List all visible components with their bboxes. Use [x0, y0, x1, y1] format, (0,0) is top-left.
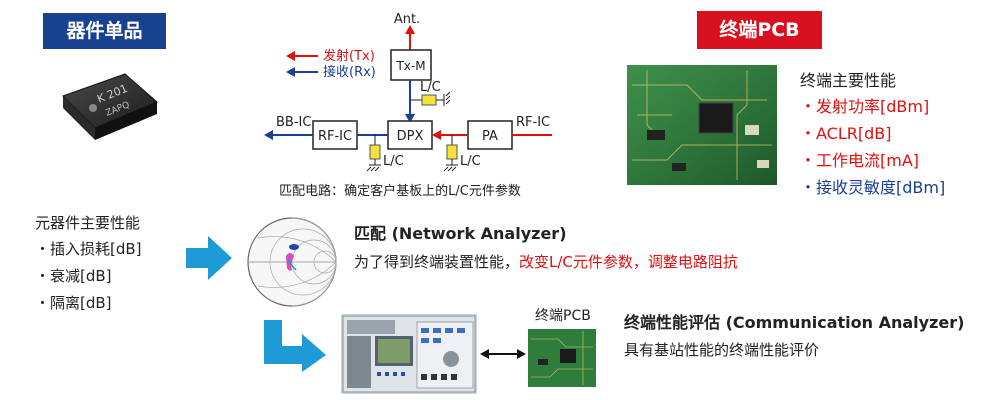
matching-circuit-diagram: Ant. Tx-M 发射(Tx) 接收(Rx) L/C DPX RF-IC BB…	[264, 12, 552, 199]
ant-label: Ant.	[394, 12, 420, 27]
lc-label-left: L/C	[383, 154, 404, 169]
evaluation-title: 终端性能评估 (Communication Analyzer)	[624, 313, 965, 332]
component-perf-item: ・隔离[dB]	[35, 294, 112, 312]
tx-legend: 发射(Tx)	[323, 48, 375, 64]
matching-desc-plain: 为了得到终端装置性能，	[354, 253, 520, 271]
lc-label-top: L/C	[420, 80, 441, 95]
matching-title: 匹配 (Network Analyzer)	[354, 224, 567, 243]
component-perf-item: ・衰减[dB]	[35, 267, 112, 285]
component-chip-image: K 201 ZAPQ	[62, 73, 158, 140]
txm-label: Tx-M	[395, 59, 425, 73]
rfic-right-label: RF-IC	[516, 115, 550, 130]
eval-pcb-label: 终端PCB	[535, 308, 591, 324]
terminal-perf-title: 终端主要性能	[800, 71, 897, 90]
eval-pcb-image	[528, 329, 596, 387]
double-arrow-icon	[480, 349, 526, 359]
pcb-photo-image	[627, 65, 777, 185]
smith-chart-image	[247, 217, 337, 307]
evaluation-description: 具有基站性能的终端性能评价	[624, 341, 820, 359]
rfic-label: RF-IC	[318, 129, 352, 144]
right-arrow-icon	[186, 236, 232, 280]
component-perf-item: ・插入损耗[dB]	[35, 240, 142, 258]
rx-legend: 接收(Rx)	[323, 64, 376, 80]
bbic-label: BB-IC	[276, 115, 311, 130]
circuit-caption: 匹配电路：确定客户基板上的L/C元件参数	[279, 183, 521, 199]
pcb-badge: 终端PCB	[697, 11, 822, 49]
dpx-block	[387, 120, 433, 150]
analyzer-instrument-image	[341, 314, 477, 394]
down-right-arrow-icon	[264, 320, 326, 372]
pa-label: PA	[482, 129, 498, 144]
terminal-perf-item: ・工作电流[mA]	[800, 151, 920, 170]
dpx-label: DPX	[397, 129, 424, 144]
lc-label-right: L/C	[460, 154, 481, 169]
terminal-perf-item: ・ACLR[dB]	[800, 124, 892, 143]
terminal-perf-item: ・接收灵敏度[dBm]	[800, 178, 946, 197]
matching-description: 为了得到终端装置性能，改变L/C元件参数，调整电路阻抗	[354, 252, 738, 272]
component-perf-title: 元器件主要性能	[35, 214, 141, 232]
terminal-perf-item: ・发射功率[dBm]	[800, 97, 930, 116]
rfic-block	[312, 120, 358, 150]
matching-desc-highlight: 改变L/C元件参数，调整电路阻抗	[519, 253, 738, 271]
component-badge: 器件单品	[43, 13, 166, 49]
